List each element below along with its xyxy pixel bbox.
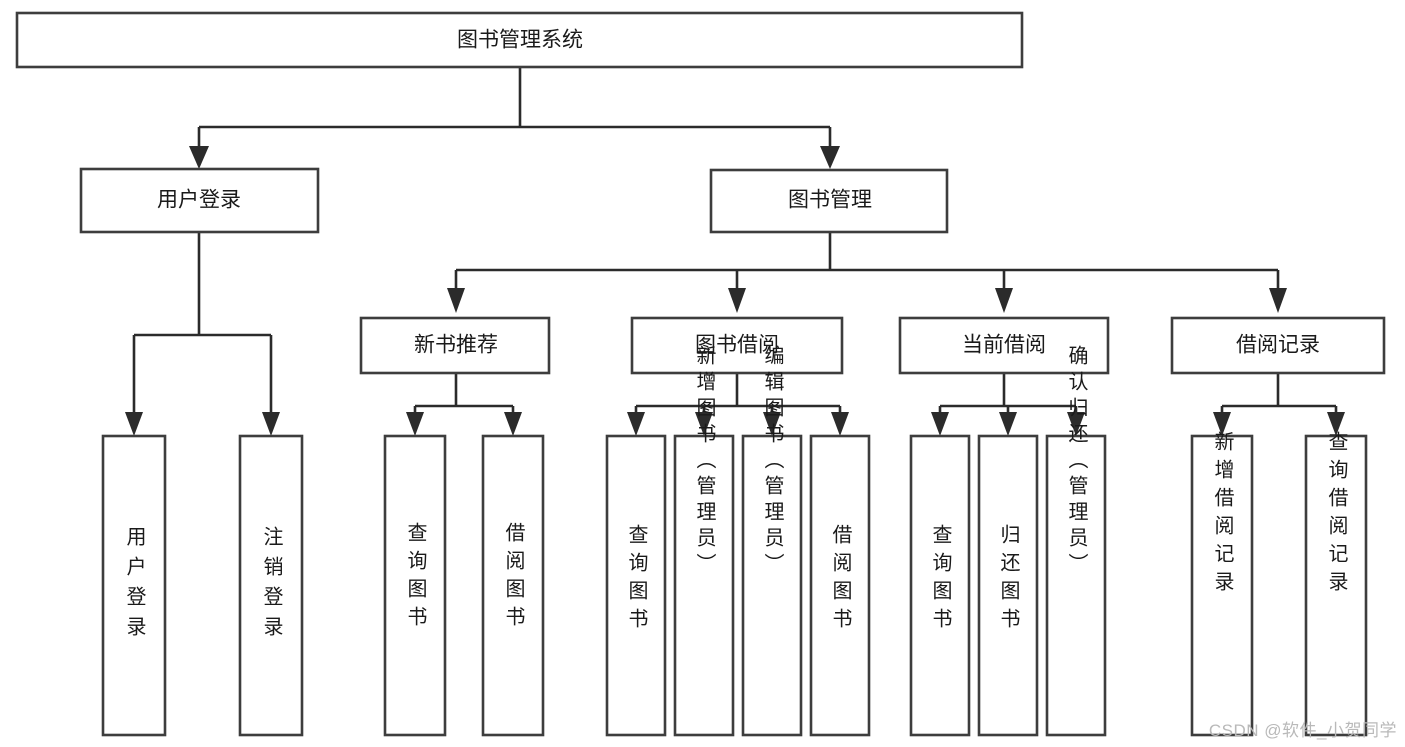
connector-group-book-manage [447,232,1287,313]
connector-group-borrow-record [1213,373,1345,436]
arrow-cb-to-leaf3 [1067,412,1085,436]
leaf-add-book[interactable]: 新增图书（管理员） [673,345,735,737]
leaf-borrow-book-2[interactable]: 借阅图书 [809,434,871,737]
node-borrow-record-box[interactable] [1170,316,1386,375]
arrow-bm-to-book-borrow [728,288,746,313]
leaf-add-book-box[interactable] [673,434,735,737]
node-root-label: 图书管理系统 [457,29,583,52]
arrow-nbr-to-leaf1 [406,412,424,436]
node-user-login-box[interactable] [79,167,320,234]
leaf-query-book-1-box[interactable] [383,434,447,737]
leaf-query-record-label: 查询借阅记录 [1325,431,1348,599]
leaf-borrow-book-2-box[interactable] [809,434,871,737]
leaf-return-book-label: 归还图书 [997,524,1020,636]
leaf-query-book-2-label: 查询图书 [625,524,648,636]
leaf-confirm-return-label: 确认归还（管理员） [1065,345,1088,579]
arrow-root-to-user-login [189,146,209,169]
node-book-manage[interactable]: 图书管理 [709,168,949,234]
node-user-login[interactable]: 用户登录 [79,167,320,234]
leaf-query-book-3-label: 查询图书 [929,524,952,636]
node-root[interactable]: 图书管理系统 [15,11,1024,69]
node-book-manage-box[interactable] [709,168,949,234]
arrow-bm-to-borrow-record [1269,288,1287,313]
leaf-user-login-box[interactable] [101,434,167,737]
leaf-query-record[interactable]: 查询借阅记录 [1304,431,1368,737]
watermark-label: CSDN @软件_小贺同学 [1208,721,1397,740]
node-new-book-recommend-label: 新书推荐 [414,334,498,357]
leaf-add-record-box[interactable] [1190,434,1254,737]
leaf-query-record-box[interactable] [1304,434,1368,737]
arrow-bb-to-leaf4 [831,412,849,436]
connector-group-user-login [125,232,280,436]
leaf-query-book-3[interactable]: 查询图书 [909,434,971,737]
leaf-borrow-book-2-label: 借阅图书 [829,524,852,636]
leaf-return-book-box[interactable] [977,434,1039,737]
arrow-bm-to-new-book [447,288,465,313]
arrow-cb-to-leaf1 [931,412,949,436]
leaf-query-book-2[interactable]: 查询图书 [605,434,667,737]
arrow-user-login-to-leaf1 [125,412,143,436]
arrow-br-to-leaf2 [1327,412,1345,436]
node-current-borrow[interactable]: 当前借阅 [898,316,1110,375]
leaf-borrow-book-1-label: 借阅图书 [502,522,525,634]
node-new-book-recommend[interactable]: 新书推荐 [359,316,551,375]
leaf-add-record[interactable]: 新增借阅记录 [1190,431,1254,737]
node-borrow-record-label: 借阅记录 [1236,334,1320,357]
arrow-bb-to-leaf1 [627,412,645,436]
node-book-borrow-label: 图书借阅 [695,334,779,357]
arrow-cb-to-leaf2 [999,412,1017,436]
node-new-book-recommend-box[interactable] [359,316,551,375]
leaf-query-book-3-box[interactable] [909,434,971,737]
leaf-confirm-return-box[interactable] [1045,434,1107,737]
leaf-logout-login-label: 注销登录 [260,526,283,646]
arrow-bm-to-current-borrow [995,288,1013,313]
connector-group-root [189,67,840,169]
node-user-login-label: 用户登录 [157,189,241,212]
leaf-query-book-1-label: 查询图书 [404,522,427,634]
leaf-user-login[interactable]: 用户登录 [101,434,167,737]
leaf-add-record-label: 新增借阅记录 [1211,431,1234,599]
connector-group-book-borrow [627,373,849,436]
leaf-logout-login-box[interactable] [238,434,304,737]
leaf-query-book-2-box[interactable] [605,434,667,737]
connector-group-new-book-recommend [406,373,522,436]
arrow-br-to-leaf1 [1213,412,1231,436]
arrow-bb-to-leaf3 [763,412,781,436]
arrow-bb-to-leaf2 [695,412,713,436]
leaf-borrow-book-1-box[interactable] [481,434,545,737]
leaf-return-book[interactable]: 归还图书 [977,434,1039,737]
node-borrow-record[interactable]: 借阅记录 [1170,316,1386,375]
leaf-add-book-label: 新增图书（管理员） [693,345,716,579]
node-book-manage-label: 图书管理 [788,189,872,212]
node-book-borrow[interactable]: 图书借阅 [630,316,844,375]
node-current-borrow-box[interactable] [898,316,1110,375]
leaf-confirm-return[interactable]: 确认归还（管理员） [1045,345,1107,737]
leaf-edit-book-label: 编辑图书（管理员） [761,345,784,579]
leaf-logout-login[interactable]: 注销登录 [238,434,304,737]
leaf-user-login-label: 用户登录 [123,526,146,646]
leaf-edit-book-box[interactable] [741,434,803,737]
node-current-borrow-label: 当前借阅 [962,334,1046,357]
leaf-borrow-book-1[interactable]: 借阅图书 [481,434,545,737]
leaf-edit-book[interactable]: 编辑图书（管理员） [741,345,803,737]
arrow-root-to-book-manage [820,146,840,169]
leaf-query-book-1[interactable]: 查询图书 [383,434,447,737]
connector-group-current-borrow [931,373,1085,436]
node-book-borrow-box[interactable] [630,316,844,375]
arrow-nbr-to-leaf2 [504,412,522,436]
node-root-box[interactable] [15,11,1024,69]
arrow-user-login-to-leaf2 [262,412,280,436]
